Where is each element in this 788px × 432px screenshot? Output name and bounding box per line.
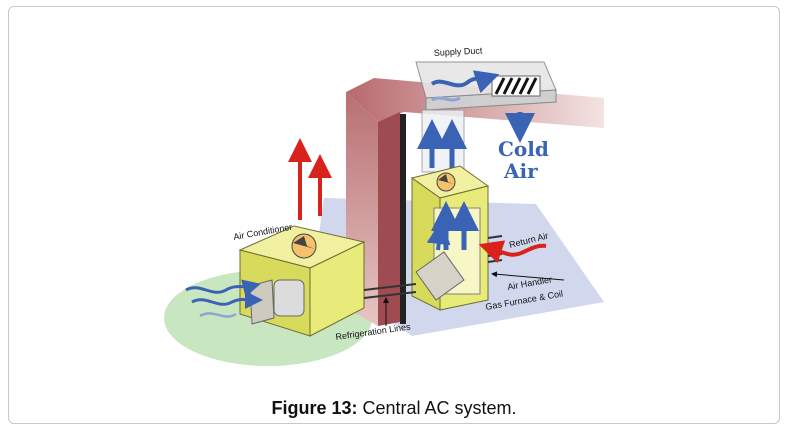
refrigeration-line-2	[363, 291, 417, 299]
caption-text: Central AC system.	[362, 398, 517, 418]
duct-airflow-arrow	[430, 70, 500, 94]
label-cold: Cold	[498, 137, 549, 161]
intake-arrow-3	[199, 312, 237, 318]
refrigeration-line-1	[363, 283, 417, 291]
intake-arrow-2	[191, 290, 263, 309]
duct-airflow-arrow-2	[431, 96, 461, 102]
furnace-coil	[415, 251, 465, 301]
central-ac-diagram: Supply Duct Cold Air Air Conditioner Ret…	[164, 45, 604, 366]
handler-up-arrow-3	[426, 220, 451, 251]
label-supply-duct: Supply Duct	[434, 45, 483, 58]
figure-caption: Figure 13: Central AC system.	[0, 398, 788, 419]
ac-unit-side	[309, 241, 365, 337]
wall-post	[400, 114, 406, 324]
air-handler-pointer	[491, 271, 565, 281]
label-air: Air	[503, 159, 538, 183]
intake-arrow-1	[185, 279, 261, 297]
return-air-arrow	[478, 240, 547, 264]
supply-vent	[491, 75, 541, 97]
ac-coil	[249, 279, 275, 325]
caption-label: Figure 13:	[271, 398, 358, 418]
vertical-duct	[421, 109, 465, 173]
compressor	[273, 279, 305, 317]
wall-edge	[378, 112, 400, 326]
